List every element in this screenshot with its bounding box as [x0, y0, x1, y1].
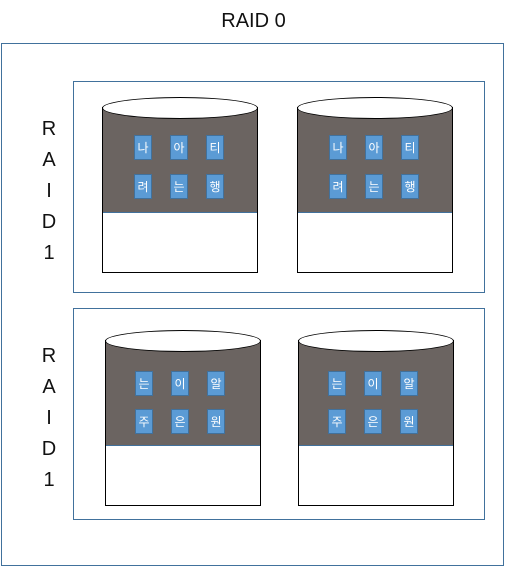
- data-block: 은: [171, 409, 189, 434]
- disk-body: 는 이 알 주 은 원: [298, 340, 454, 506]
- disk-data-area: 나 아 티 려 는 행: [298, 108, 452, 213]
- data-block: 알: [207, 371, 225, 396]
- data-block: 주: [135, 409, 153, 434]
- raid1-label-2: R A I D 1: [36, 341, 62, 496]
- data-block: 행: [206, 174, 224, 199]
- disk-1a: 나 아 티 려 는 행: [102, 97, 258, 273]
- disk-2b: 는 이 알 주 은 원: [298, 330, 454, 506]
- data-block: 려: [134, 174, 152, 199]
- data-block: 티: [401, 135, 419, 160]
- data-block: 는: [170, 174, 188, 199]
- raid1-label-char: A: [42, 149, 56, 171]
- raid1-label-char: D: [41, 211, 57, 233]
- raid1-label-char: I: [46, 180, 52, 202]
- data-block: 나: [329, 135, 347, 160]
- disk-top: [102, 97, 258, 119]
- data-block: 아: [365, 135, 383, 160]
- data-block: 알: [400, 371, 418, 396]
- disk-top: [297, 97, 453, 119]
- raid1-label-char: R: [41, 345, 57, 367]
- disk-data-area: 는 이 알 주 은 원: [299, 341, 453, 446]
- data-block: 는: [365, 174, 383, 199]
- data-block: 이: [171, 371, 189, 396]
- data-block: 주: [328, 409, 346, 434]
- disk-body: 나 아 티 려 는 행: [297, 107, 453, 273]
- raid1-label-char: 1: [43, 242, 55, 264]
- disk-body: 는 이 알 주 은 원: [105, 340, 261, 506]
- data-block: 행: [401, 174, 419, 199]
- data-block: 는: [328, 371, 346, 396]
- data-block: 원: [207, 409, 225, 434]
- data-block: 원: [400, 409, 418, 434]
- data-block: 이: [364, 371, 382, 396]
- raid1-label-char: D: [41, 438, 57, 460]
- raid1-group-2: [73, 308, 485, 520]
- raid1-label-char: 1: [43, 469, 55, 491]
- raid1-group-1: [73, 81, 485, 293]
- disk-top: [105, 330, 261, 352]
- disk-data-area: 는 이 알 주 은 원: [106, 341, 260, 446]
- raid0-title: RAID 0: [221, 10, 286, 32]
- disk-2a: 는 이 알 주 은 원: [105, 330, 261, 506]
- data-block: 나: [134, 135, 152, 160]
- data-block: 티: [206, 135, 224, 160]
- disk-top: [298, 330, 454, 352]
- raid1-label-1: R A I D 1: [36, 114, 62, 269]
- data-block: 려: [329, 174, 347, 199]
- raid1-label-char: R: [41, 118, 57, 140]
- disk-data-area: 나 아 티 려 는 행: [103, 108, 257, 213]
- raid1-label-char: I: [46, 407, 52, 429]
- data-block: 은: [364, 409, 382, 434]
- data-block: 는: [135, 371, 153, 396]
- data-block: 아: [170, 135, 188, 160]
- disk-body: 나 아 티 려 는 행: [102, 107, 258, 273]
- raid1-label-char: A: [42, 376, 56, 398]
- disk-1b: 나 아 티 려 는 행: [297, 97, 453, 273]
